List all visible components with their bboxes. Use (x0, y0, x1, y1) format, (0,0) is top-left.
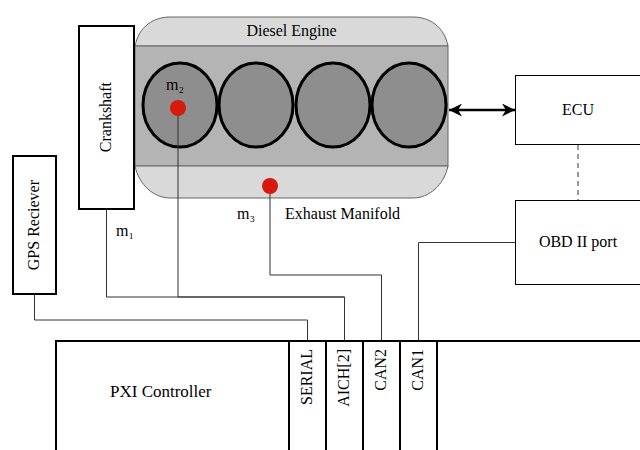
signal-wire (35, 295, 308, 340)
node-text: PXI Controller (110, 382, 212, 402)
part-label: Exhaust Manifold (285, 205, 400, 223)
port-slot: CAN1 (399, 340, 438, 450)
sensor-dot (170, 100, 186, 116)
cylinder (296, 63, 370, 147)
callout-label: m₁ (116, 222, 134, 240)
cylinder (219, 63, 293, 147)
node-text: CAN2 (372, 349, 390, 391)
signal-wire (419, 243, 516, 341)
node-text: Crankshaft (97, 82, 115, 152)
node-text: OBD II port (539, 233, 617, 251)
receiver-box: GPS Reciever (12, 155, 57, 295)
node-text: AICH[2] (335, 349, 353, 407)
node-text: Diesel Engine (246, 22, 336, 40)
port-slot: AICH[2] (325, 340, 364, 450)
engine-head (135, 17, 448, 46)
callout-label: m₂ (166, 76, 184, 94)
signal-wire (578, 145, 579, 200)
port-slot: CAN2 (362, 340, 401, 450)
exhaust-manifold (135, 166, 448, 198)
node-text: CAN1 (409, 349, 427, 391)
port-slot: SERIAL (288, 340, 327, 450)
node-text: SERIAL (298, 349, 316, 405)
data-link-arrow (449, 109, 515, 112)
engine-block (135, 46, 448, 166)
controller-box: PXI Controller SERIAL AICH[2] CAN2 CAN1 (55, 340, 640, 450)
signal-wire (178, 108, 345, 340)
cylinder (143, 63, 217, 147)
sensor-dot (262, 178, 278, 194)
node-text: ECU (562, 101, 594, 119)
engine-region: Diesel Engine (135, 15, 448, 200)
ecu-box: ECU (515, 75, 640, 145)
callout-label: m₃ (237, 205, 255, 223)
cylinder (372, 63, 446, 147)
port-box: OBD II port (515, 200, 640, 285)
node-text: GPS Reciever (25, 180, 43, 270)
crankshaft-box: Crankshaft (78, 25, 135, 210)
